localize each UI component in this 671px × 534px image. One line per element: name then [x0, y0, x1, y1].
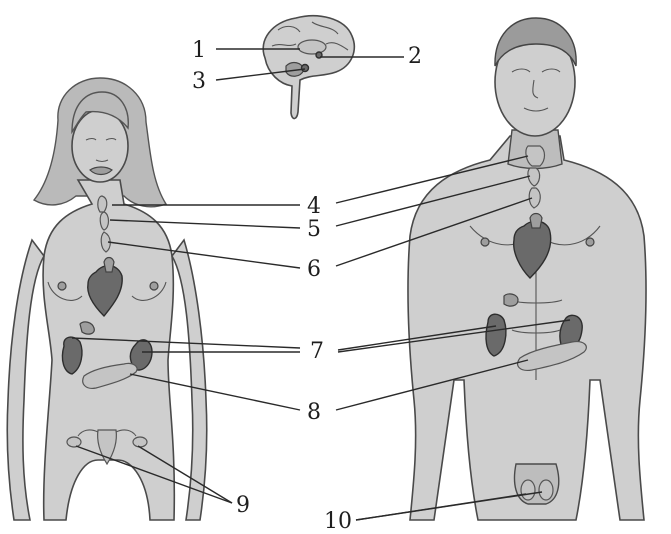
callout-3: 3 [192, 69, 206, 94]
female-right-arm [172, 240, 207, 520]
female-left-arm [7, 240, 44, 520]
callout-2: 2 [408, 44, 422, 69]
callout-10: 10 [324, 509, 352, 534]
brain-illustration [263, 16, 354, 119]
callout-7: 7 [310, 339, 324, 364]
hypothalamus-shape [298, 40, 326, 54]
male-figure [408, 18, 646, 520]
female-right-ovary [133, 437, 147, 447]
female-parathyroid [100, 212, 108, 230]
callout-5: 5 [307, 217, 321, 242]
female-figure [7, 78, 207, 520]
pituitary-gland-shape [302, 65, 309, 72]
callout-6: 6 [307, 257, 321, 282]
male-thyroid [526, 146, 545, 166]
callout-4: 4 [307, 194, 321, 219]
callout-9: 9 [236, 493, 250, 518]
female-thyroid [98, 196, 107, 212]
callout-1: 1 [192, 38, 206, 63]
callout-8: 8 [307, 400, 321, 425]
male-left-testis [521, 480, 535, 500]
male-body [408, 136, 646, 520]
female-left-ovary [67, 437, 81, 447]
callout-labels: 1 2 3 4 5 6 7 8 9 10 [192, 38, 422, 534]
male-right-testis [539, 480, 553, 500]
